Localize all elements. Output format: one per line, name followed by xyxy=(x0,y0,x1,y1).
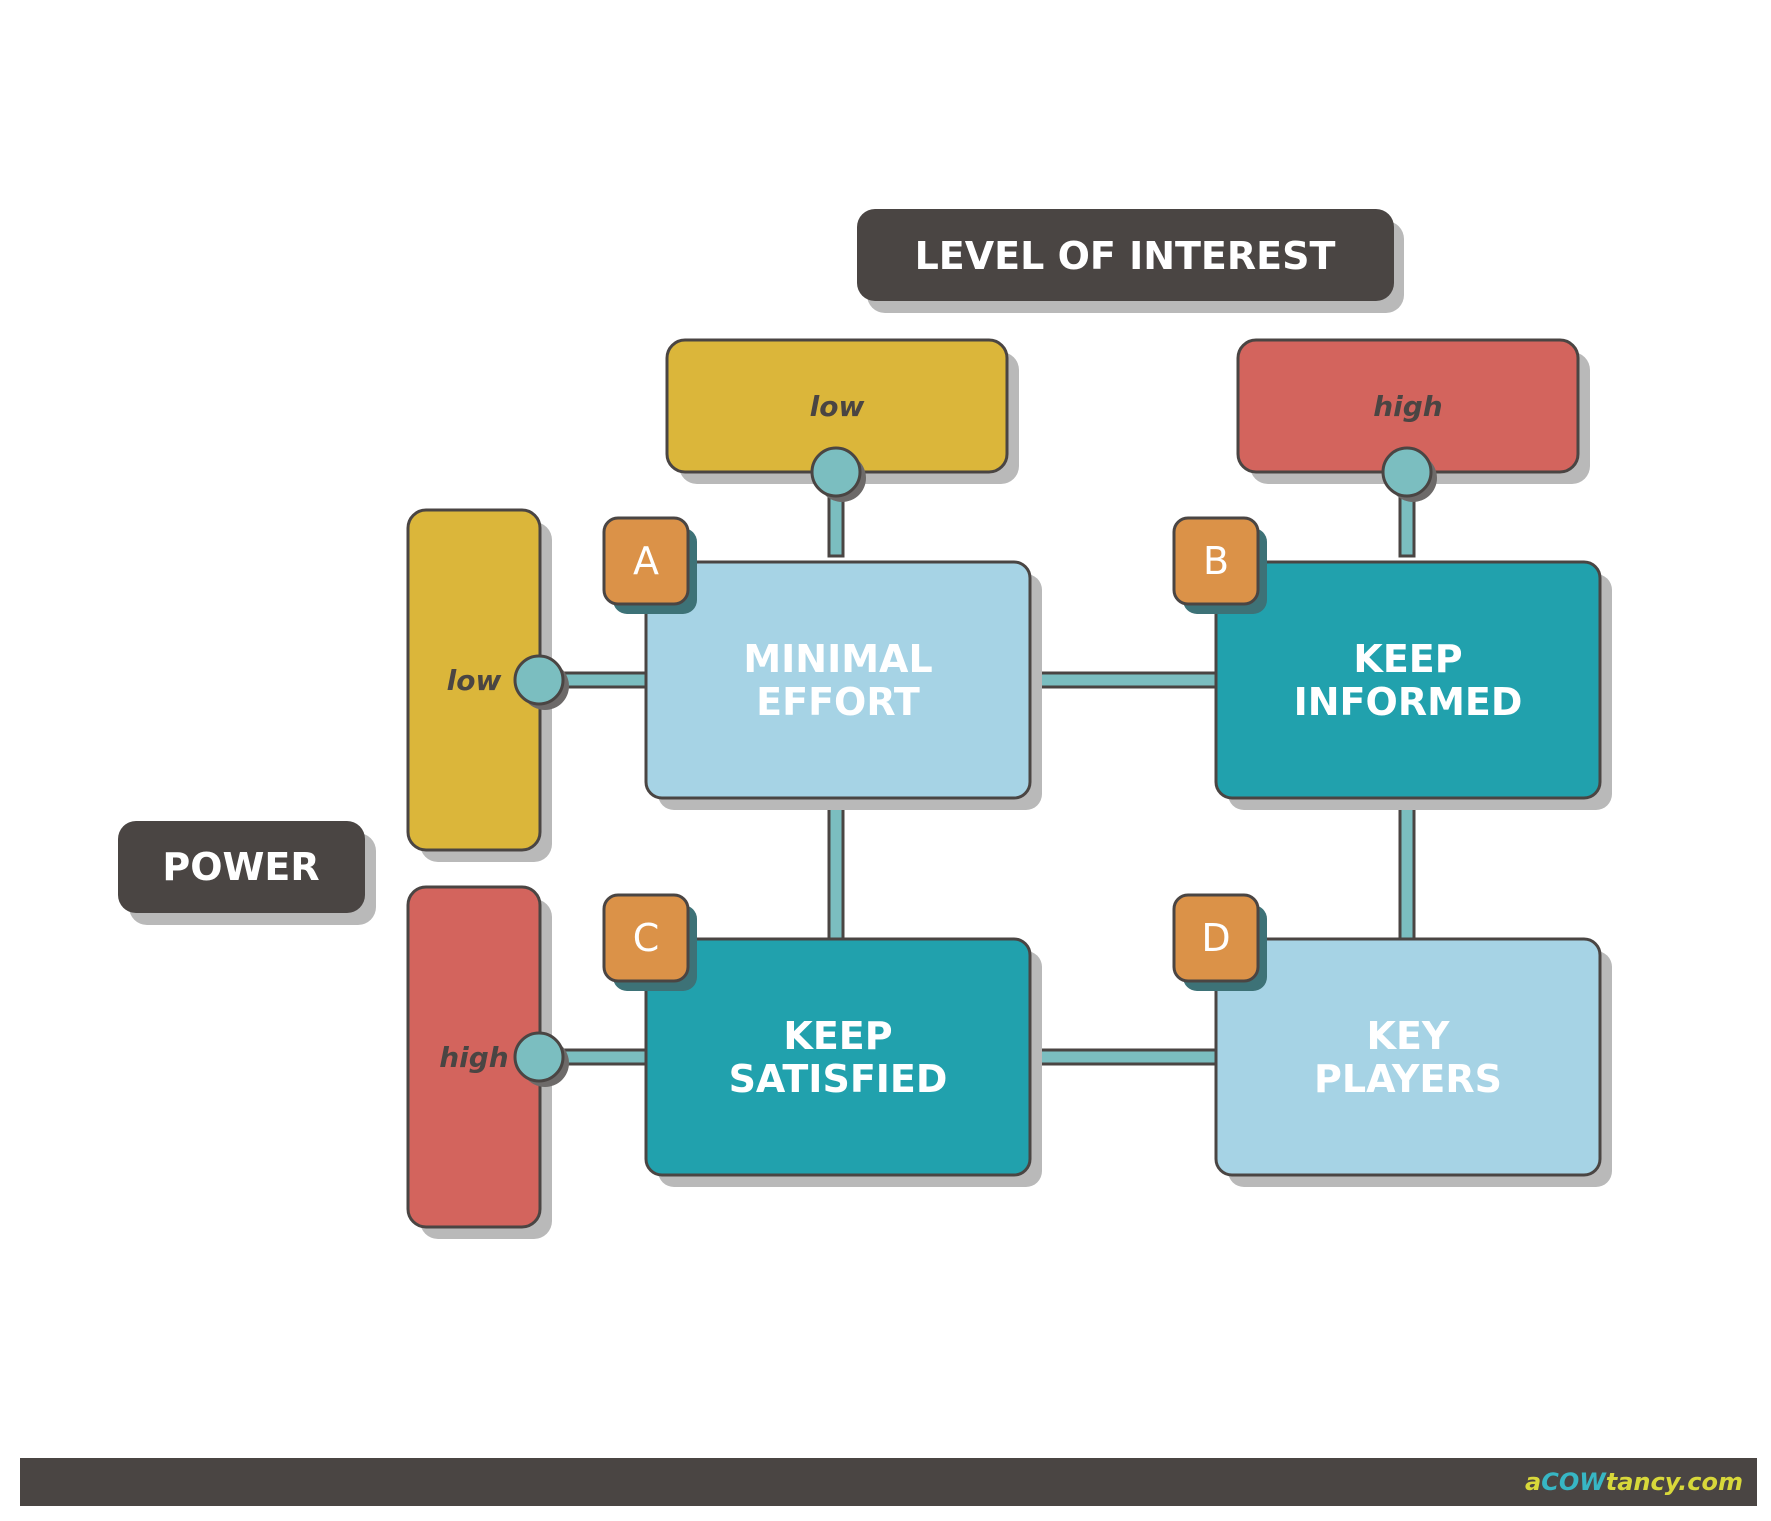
interest-high-box: high xyxy=(1236,338,1590,484)
level-of-interest-title: LEVEL OF INTEREST xyxy=(915,234,1336,278)
brand-logo: aCOWtancy.com xyxy=(1525,1468,1743,1496)
badge-b-letter: B xyxy=(1203,539,1229,583)
quadrant-b-keep-informed: KEEP INFORMED xyxy=(1214,560,1612,810)
badge-c: C xyxy=(602,893,697,991)
quadrant-a-line1: MINIMAL xyxy=(743,637,932,681)
quadrant-b-line2: INFORMED xyxy=(1294,680,1523,724)
connector-a-c xyxy=(827,795,845,941)
badge-d-letter: D xyxy=(1201,916,1230,960)
interest-high-node xyxy=(1381,446,1437,502)
badge-d: D xyxy=(1172,893,1267,991)
interest-low-node xyxy=(810,446,866,502)
power-header: POWER xyxy=(118,821,376,925)
power-high-node xyxy=(513,1031,569,1087)
connector-a-b xyxy=(1028,671,1218,689)
quadrant-c-line1: KEEP xyxy=(783,1014,892,1058)
badge-a: A xyxy=(602,516,697,614)
badge-b: B xyxy=(1172,516,1267,614)
power-high-box: high xyxy=(406,885,552,1239)
power-low-node xyxy=(513,654,569,710)
interest-low-label: low xyxy=(810,390,865,423)
interest-low-box: low xyxy=(665,338,1019,484)
badge-c-letter: C xyxy=(633,916,660,960)
footer-bar: aCOWtancy.com xyxy=(20,1458,1757,1506)
level-of-interest-header: LEVEL OF INTEREST xyxy=(857,209,1404,313)
power-low-box: low xyxy=(406,508,552,862)
interest-high-label: high xyxy=(1373,390,1443,423)
quadrant-c-keep-satisfied: KEEP SATISFIED xyxy=(644,937,1042,1187)
connector-c-d xyxy=(1028,1048,1218,1066)
quadrant-c-line2: SATISFIED xyxy=(729,1057,948,1101)
quadrant-a-minimal-effort: MINIMAL EFFORT xyxy=(644,560,1042,810)
quadrant-d-key-players: KEY PLAYERS xyxy=(1214,937,1612,1187)
badge-a-letter: A xyxy=(633,539,659,583)
quadrant-d-line2: PLAYERS xyxy=(1314,1057,1502,1101)
brand-part1: a xyxy=(1525,1468,1541,1496)
connector-b-d xyxy=(1398,795,1416,941)
power-low-label: low xyxy=(447,664,502,697)
brand-part2: COW xyxy=(1541,1468,1607,1496)
power-title: POWER xyxy=(162,845,319,889)
brand-part3: tancy.com xyxy=(1606,1468,1743,1496)
connector-power-high xyxy=(558,1048,652,1066)
quadrant-a-line2: EFFORT xyxy=(756,680,920,724)
power-high-label: high xyxy=(439,1041,509,1074)
quadrant-d-line1: KEY xyxy=(1367,1014,1450,1058)
quadrant-b-line1: KEEP xyxy=(1353,637,1462,681)
connector-power-low xyxy=(558,671,652,689)
